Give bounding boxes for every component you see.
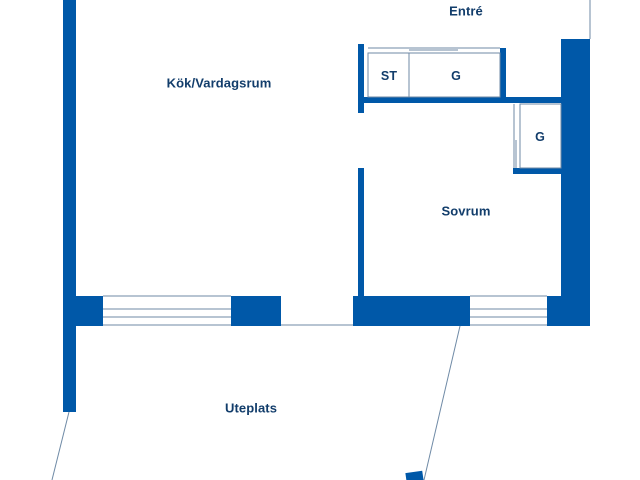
- closet-label-wardrobe-entry: G: [451, 69, 461, 83]
- closet-label-storage: ST: [380, 69, 398, 83]
- window-lines: [103, 295, 547, 326]
- wall-bottom-right: [547, 296, 590, 326]
- wall-bottom-left: [63, 296, 103, 326]
- wall-right-outer: [561, 39, 590, 326]
- wall-partition-lower: [358, 168, 364, 298]
- room-label-entrance: Entré: [449, 3, 483, 19]
- wall-bottom-mid-left: [231, 296, 281, 326]
- wall-storage-bottom: [358, 97, 561, 103]
- closet-fixtures: [367, 0, 591, 169]
- closet-label-wardrobe-bedroom: G: [535, 130, 545, 144]
- wall-bottom-mid: [353, 296, 470, 326]
- patio-lines: [51, 325, 461, 480]
- wall-storage-right: [500, 48, 506, 100]
- room-label-bedroom: Sovrum: [441, 203, 491, 219]
- room-label-kitchen-living: Kök/Vardagsrum: [166, 75, 272, 91]
- wall-door-stop: [405, 470, 424, 480]
- wall-segments: [63, 0, 590, 480]
- wall-wardrobe-bottom: [513, 168, 561, 174]
- wall-left-outer: [63, 0, 76, 412]
- wall-partition-upper: [358, 44, 364, 113]
- room-label-patio: Uteplats: [224, 400, 278, 416]
